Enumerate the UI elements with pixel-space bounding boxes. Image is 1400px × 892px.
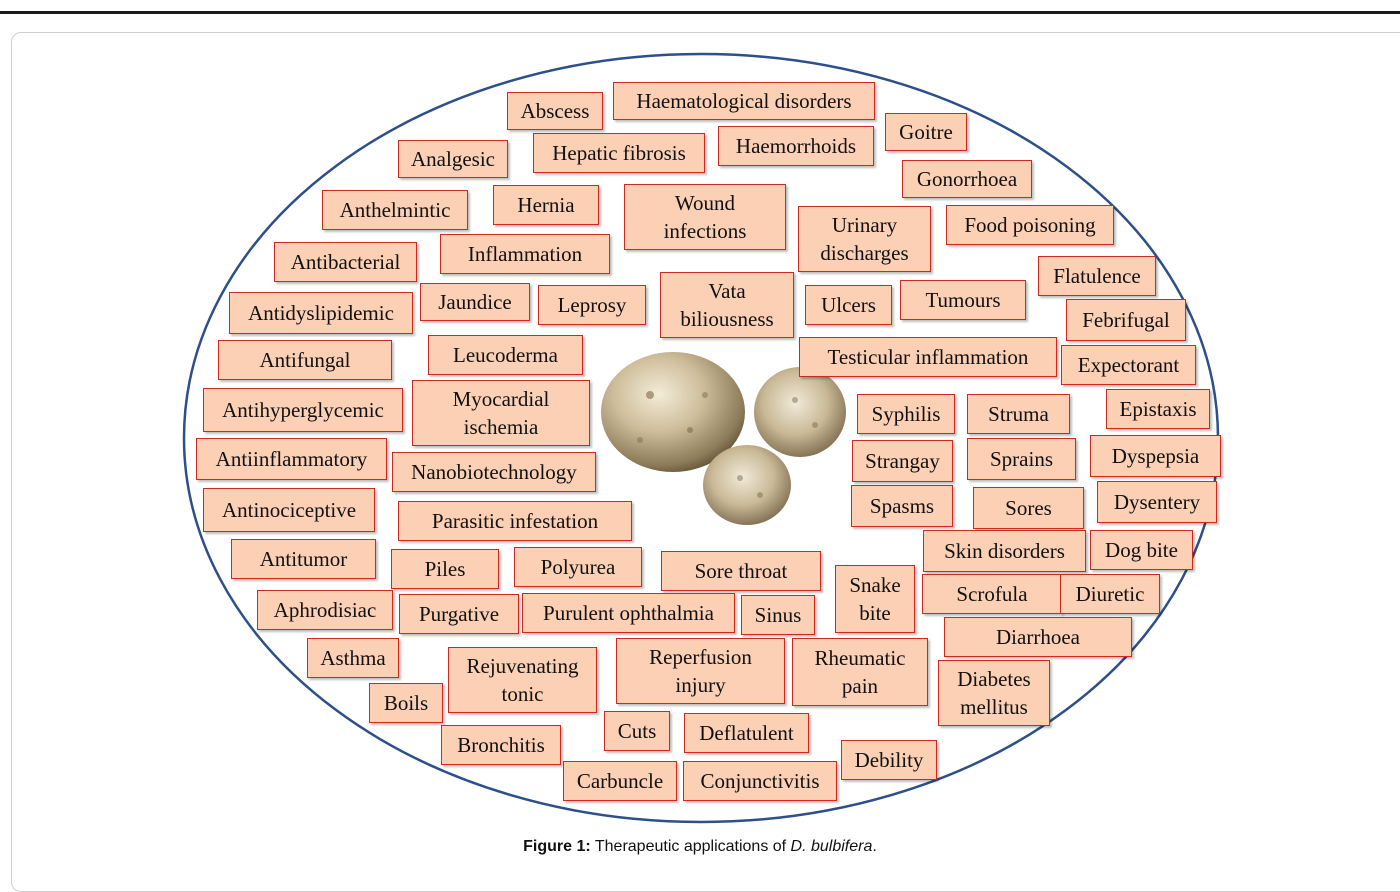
application-box: Food poisoning <box>946 205 1114 245</box>
application-box: Dog bite <box>1090 530 1193 570</box>
application-box: Reperfusion injury <box>616 638 785 704</box>
application-box: Struma <box>967 394 1070 434</box>
application-box: Antidyslipidemic <box>229 292 413 334</box>
application-box: Nanobiotechnology <box>392 452 596 492</box>
figure-caption: Figure 1: Therapeutic applications of D.… <box>0 838 1400 856</box>
application-box: Antibacterial <box>274 242 417 282</box>
application-box: Wound infections <box>624 184 786 250</box>
application-box: Jaundice <box>420 283 530 321</box>
application-box: Debility <box>841 740 937 780</box>
application-box: Ulcers <box>805 285 892 325</box>
application-box: Snake bite <box>835 565 915 633</box>
application-box: Carbuncle <box>563 761 677 801</box>
application-box: Deflatulent <box>684 713 809 753</box>
caption-label: Figure 1: <box>523 838 591 855</box>
application-box: Asthma <box>307 638 399 678</box>
application-box: Antitumor <box>231 539 376 579</box>
application-box: Haemorrhoids <box>718 126 874 166</box>
caption-end: . <box>872 838 876 855</box>
application-box: Vata biliousness <box>660 272 794 338</box>
application-box: Spasms <box>851 485 953 527</box>
application-box: Aphrodisiac <box>257 590 393 630</box>
application-box: Sinus <box>741 595 815 635</box>
application-box: Myocardial ischemia <box>412 380 590 446</box>
caption-species: D. bulbifera <box>791 838 873 855</box>
application-box: Syphilis <box>857 394 955 434</box>
application-box: Scrofula <box>922 574 1062 614</box>
application-box: Sprains <box>967 438 1076 480</box>
application-box: Analgesic <box>398 140 508 178</box>
application-box: Antihyperglycemic <box>203 388 403 432</box>
application-box: Antinociceptive <box>203 488 375 532</box>
application-box: Anthelmintic <box>322 190 468 230</box>
application-box: Testicular inflammation <box>799 337 1057 377</box>
application-box: Rejuvenating tonic <box>448 647 597 713</box>
bulbil-tubers-photo <box>601 352 846 525</box>
application-box: Goitre <box>885 113 967 151</box>
application-box: Strangay <box>852 440 953 482</box>
application-box: Diabetes mellitus <box>938 660 1050 726</box>
application-box: Tumours <box>900 280 1026 320</box>
application-box: Hernia <box>493 185 599 225</box>
application-box: Febrifugal <box>1066 299 1186 341</box>
application-box: Expectorant <box>1061 345 1196 385</box>
application-box: Purgative <box>399 594 519 634</box>
application-box: Flatulence <box>1038 256 1156 296</box>
application-box: Dysentery <box>1097 481 1217 523</box>
application-box: Polyurea <box>514 547 642 587</box>
application-box: Piles <box>391 549 499 589</box>
application-box: Bronchitis <box>441 725 561 765</box>
application-box: Abscess <box>507 92 603 130</box>
application-box: Hepatic fibrosis <box>533 133 705 173</box>
application-box: Leucoderma <box>428 335 583 375</box>
application-box: Skin disorders <box>923 530 1086 572</box>
application-box: Purulent ophthalmia <box>522 593 735 633</box>
application-box: Sores <box>973 487 1084 529</box>
application-box: Cuts <box>604 711 670 751</box>
caption-text: Therapeutic applications of <box>591 838 791 855</box>
application-box: Boils <box>369 683 443 723</box>
application-box: Antiinflammatory <box>196 438 387 480</box>
application-box: Inflammation <box>440 234 610 274</box>
application-box: Leprosy <box>538 285 646 325</box>
application-box: Parasitic infestation <box>398 501 632 541</box>
application-box: Diuretic <box>1060 574 1160 614</box>
application-box: Epistaxis <box>1106 389 1210 429</box>
application-box: Conjunctivitis <box>683 761 837 801</box>
application-box: Antifungal <box>218 340 392 380</box>
application-box: Haematological disorders <box>613 82 875 120</box>
application-box: Rheumatic pain <box>792 638 928 706</box>
application-box: Diarrhoea <box>944 617 1132 657</box>
application-box: Gonorrhoea <box>902 160 1032 198</box>
application-box: Urinary discharges <box>798 206 931 272</box>
application-box: Dyspepsia <box>1090 435 1221 477</box>
application-box: Sore throat <box>661 551 821 591</box>
